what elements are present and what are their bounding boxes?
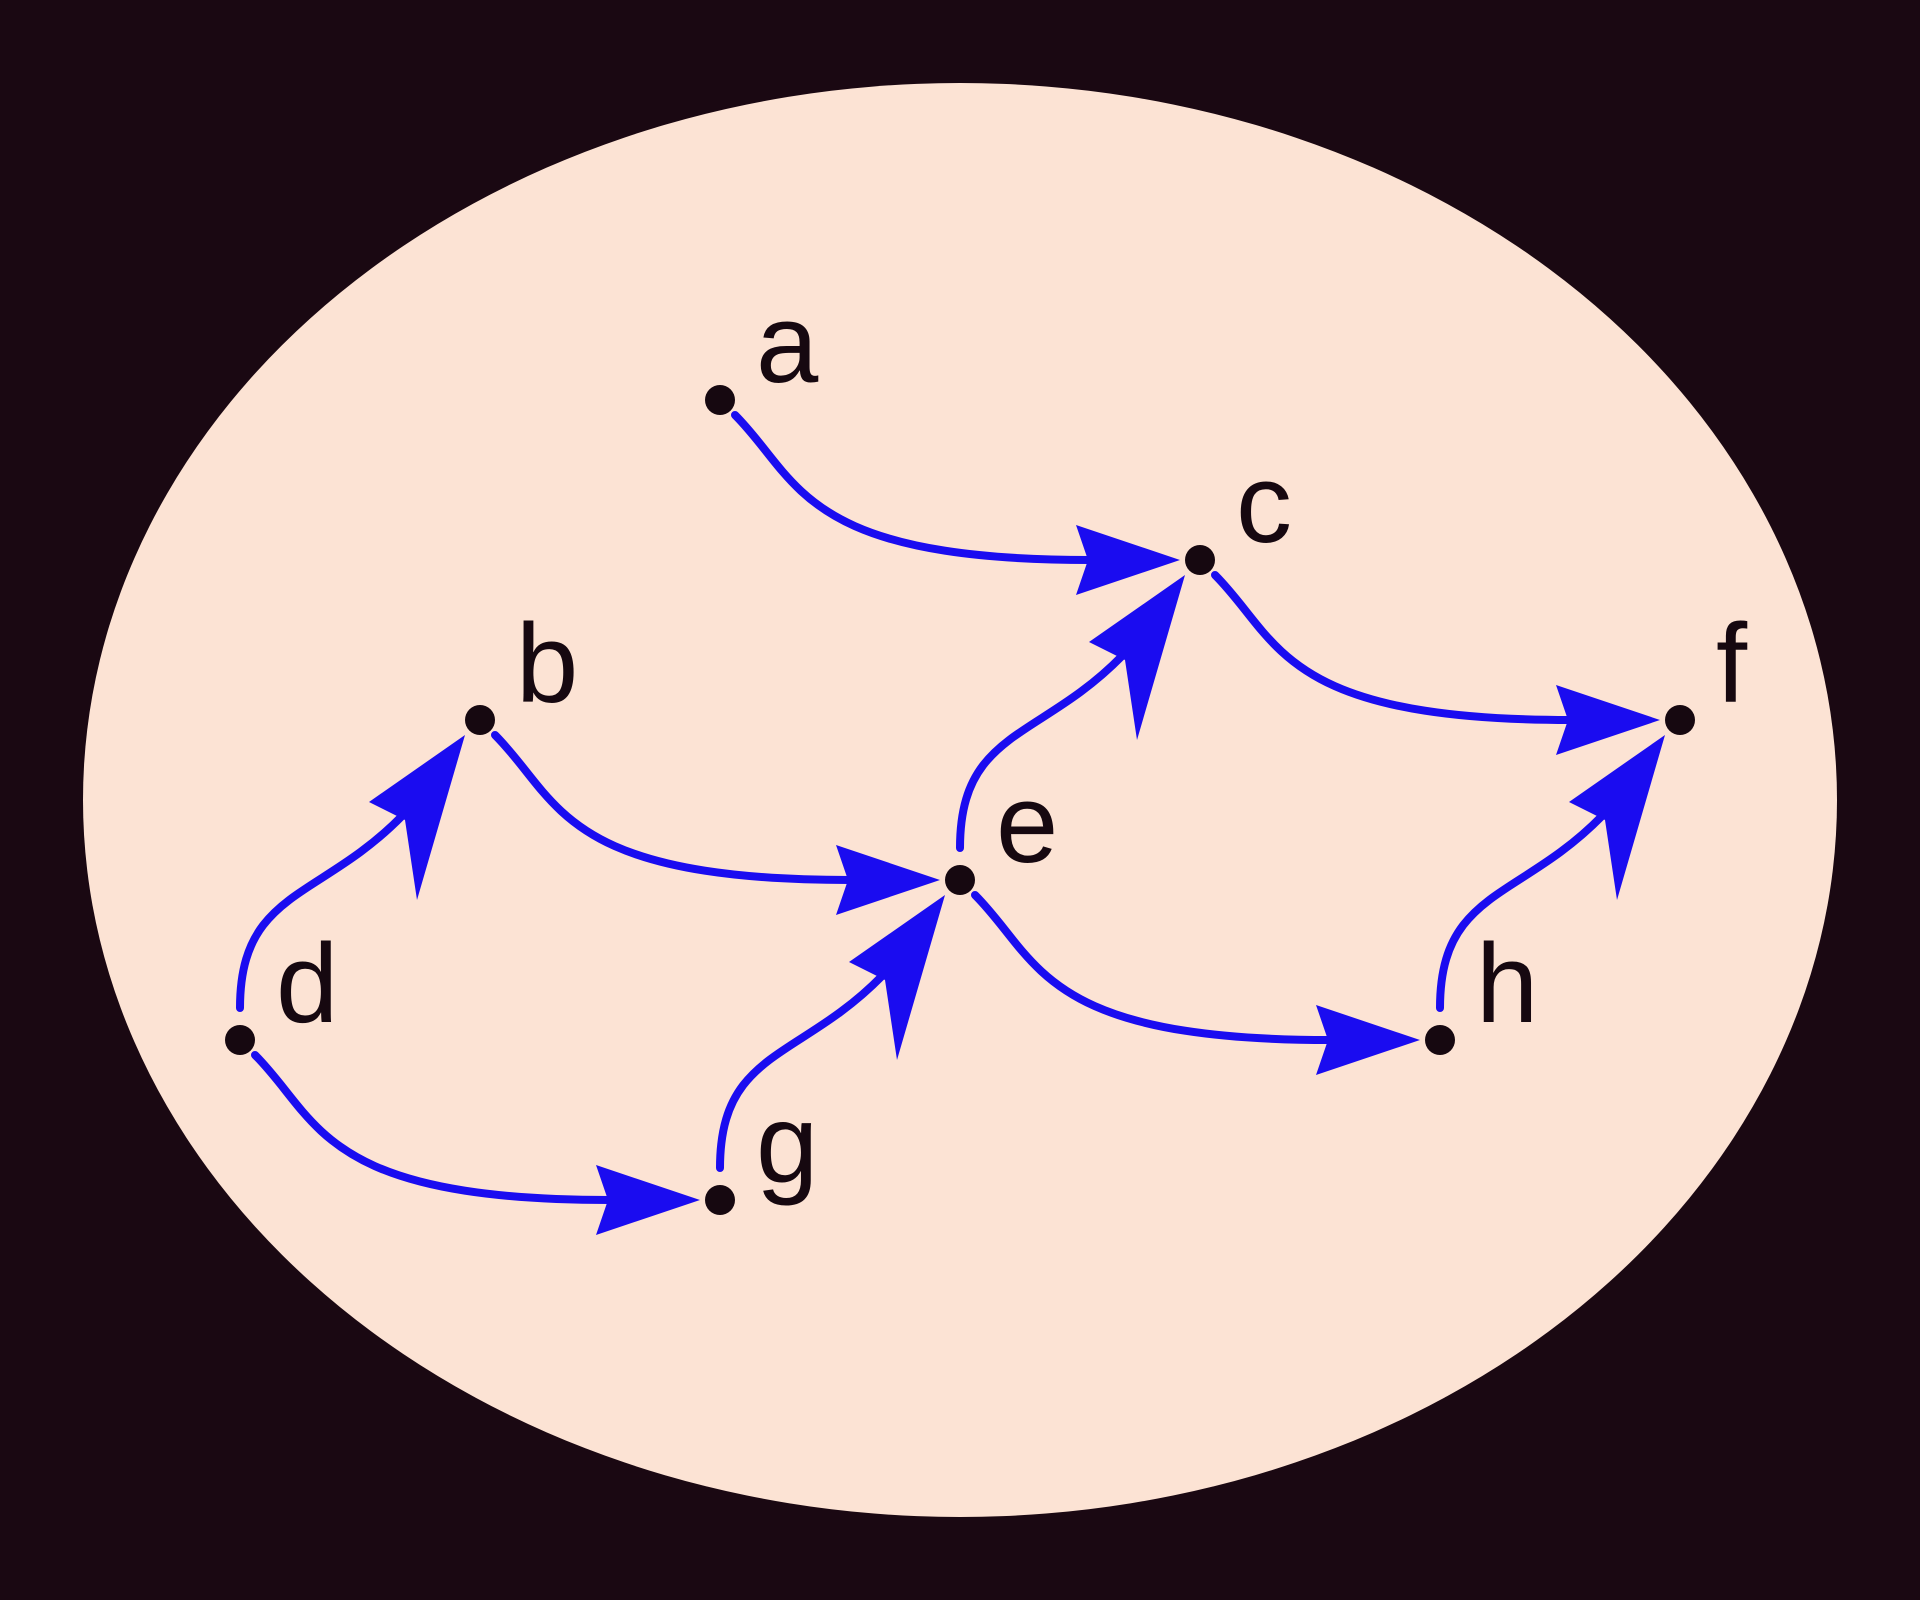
edge-line — [716, 972, 886, 1172]
node-d — [225, 1025, 255, 1055]
node-a — [705, 385, 735, 415]
arrowhead-icon — [369, 735, 465, 900]
arrowhead-icon — [1076, 525, 1180, 595]
nodes-layer — [225, 385, 1695, 1215]
edge-h-f — [1436, 735, 1665, 1012]
edge-line — [236, 812, 406, 1012]
edge-line — [491, 731, 854, 884]
node-label-a: a — [756, 281, 819, 406]
arrowhead-icon — [1569, 735, 1665, 900]
node-h — [1425, 1025, 1455, 1055]
edge-line — [1211, 571, 1574, 724]
node-label-g: g — [756, 1081, 818, 1206]
node-c — [1185, 545, 1215, 575]
edges-layer — [236, 411, 1665, 1235]
edge-line — [971, 891, 1334, 1044]
node-label-h: h — [1476, 921, 1538, 1046]
labels-layer: a b c d e f g h — [276, 281, 1748, 1206]
edge-c-f — [1211, 571, 1660, 755]
arrowhead-icon — [1316, 1005, 1420, 1075]
edge-line — [1436, 812, 1606, 1012]
edge-line — [956, 652, 1126, 852]
node-b — [465, 705, 495, 735]
edge-a-c — [731, 411, 1180, 595]
node-label-e: e — [996, 761, 1058, 886]
node-e — [945, 865, 975, 895]
edge-line — [251, 1051, 614, 1204]
edge-e-h — [971, 891, 1420, 1075]
node-label-c: c — [1236, 441, 1292, 566]
edge-e-c — [956, 575, 1185, 852]
edge-b-e — [491, 731, 940, 915]
edge-d-b — [236, 735, 465, 1012]
node-label-b: b — [516, 601, 578, 726]
arrowhead-icon — [1556, 685, 1660, 755]
edge-g-e — [716, 895, 945, 1172]
arrowhead-icon — [836, 845, 940, 915]
arrowhead-icon — [596, 1165, 700, 1235]
arrowhead-icon — [849, 895, 945, 1060]
arrowhead-icon — [1089, 575, 1185, 740]
node-label-d: d — [276, 921, 338, 1046]
edge-line — [731, 411, 1094, 564]
node-f — [1665, 705, 1695, 735]
edge-d-g — [251, 1051, 700, 1235]
set-ellipse — [83, 83, 1837, 1517]
node-g — [705, 1185, 735, 1215]
node-label-f: f — [1716, 601, 1748, 726]
